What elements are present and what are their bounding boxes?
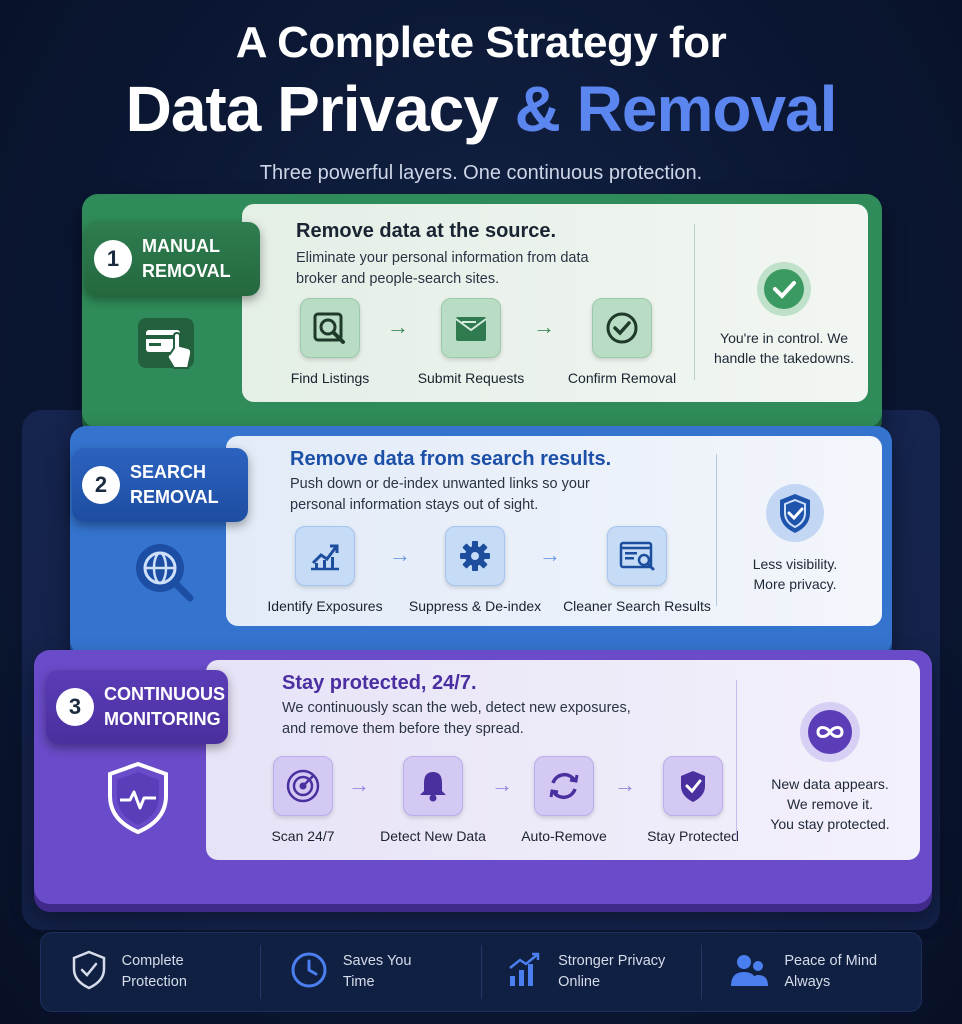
check-circle-icon [592, 298, 652, 358]
users-icon [728, 950, 770, 995]
benefit-peace-of-mind: Peace of Mind Always [702, 945, 921, 999]
step-label: Scan 24/7 [271, 828, 335, 844]
card-hand-icon [134, 312, 200, 383]
layer-headline: Stay protected, 24/7. [282, 672, 477, 694]
globe-search-icon [132, 540, 198, 611]
arrow-icon: → [491, 772, 513, 797]
layer-badge: 1 MANUAL REMOVAL [84, 222, 260, 296]
chart-up-icon [295, 526, 355, 586]
layer-description: We continuously scan the web, detect new… [282, 700, 631, 737]
form-icon [441, 298, 501, 358]
layer-manual-removal: 1 MANUAL REMOVAL Remove data at the sour… [82, 194, 882, 428]
side-text-line: New data appears. [771, 776, 889, 792]
side-text: You're in control. We handle the takedow… [713, 330, 855, 366]
step-label: Confirm Removal [567, 370, 677, 386]
benefit-complete-protection: Complete Protection [41, 945, 262, 999]
gear-icon [445, 526, 505, 586]
arrow-icon: → [387, 314, 409, 339]
arrow-icon: → [348, 772, 370, 797]
badge-number: 3 [56, 688, 94, 726]
layer-badge: 3 CONTINUOUS MONITORING [46, 670, 228, 744]
arrow-icon: → [539, 542, 561, 567]
step-cleaner-results: Cleaner Search Results [562, 526, 712, 614]
clock-icon [289, 950, 329, 995]
growth-chart-icon [504, 950, 544, 995]
badge-label: CONTINUOUS MONITORING [104, 684, 225, 729]
side-text-line: We remove it. [786, 796, 874, 812]
badge-label: MANUAL REMOVAL [142, 236, 231, 281]
badge-number: 2 [82, 466, 120, 504]
shield-check-icon [663, 756, 723, 816]
step-auto-remove: Auto-Remove [516, 756, 612, 844]
step-label: Suppress & De-index [408, 598, 542, 614]
header: A Complete Strategy for Data Privacy & R… [0, 18, 962, 185]
magnifier-photo-icon [300, 298, 360, 358]
side-note: Less visibility. More privacy. [720, 482, 870, 594]
check-badge-icon [704, 260, 864, 318]
benefit-stronger-privacy: Stronger Privacy Online [482, 945, 702, 999]
layer-headline: Remove data from search results. [290, 448, 612, 470]
subtitle: Three powerful layers. One continuous pr… [259, 162, 703, 184]
step-stay-protected: Stay Protected [638, 756, 748, 844]
step-label: Identify Exposures [267, 598, 383, 614]
refresh-icon [534, 756, 594, 816]
layer-description: Eliminate your personal information from… [296, 250, 589, 287]
divider [694, 224, 695, 380]
infinity-icon [740, 700, 920, 764]
bell-icon [403, 756, 463, 816]
badge-number: 1 [94, 240, 132, 278]
step-submit-requests: Submit Requests [416, 298, 526, 386]
divider [716, 454, 717, 606]
title-blue-part: & Removal [514, 73, 838, 145]
step-label: Cleaner Search Results [563, 598, 711, 614]
benefit-saves-time: Saves You Time [261, 945, 482, 999]
title-line-2: Data Privacy & Removal [0, 72, 962, 146]
side-text-line: Less visibility. [752, 556, 838, 572]
side-note: New data appears. We remove it. You stay… [740, 700, 920, 834]
arrow-icon: → [614, 772, 636, 797]
step-find-listings: Find Listings [280, 298, 380, 386]
shield-check-icon [70, 949, 108, 996]
step-label: Find Listings [290, 370, 370, 386]
layer-badge: 2 SEARCH REMOVAL [72, 448, 248, 522]
side-text-line: More privacy. [753, 576, 837, 592]
step-suppress-deindex: Suppress & De-index [408, 526, 542, 614]
step-label: Detect New Data [380, 828, 486, 844]
arrow-icon: → [533, 314, 555, 339]
side-note: You're in control. We handle the takedow… [704, 260, 864, 368]
side-text-line: You stay protected. [770, 816, 890, 832]
title-white-part: Data Privacy [125, 73, 499, 145]
divider [736, 680, 737, 840]
step-confirm-removal: Confirm Removal [562, 298, 682, 386]
step-flow: Scan 24/7 → Detect New Data → [266, 756, 748, 844]
badge-label: SEARCH REMOVAL [130, 462, 219, 507]
browser-search-icon [607, 526, 667, 586]
step-identify-exposures: Identify Exposures [262, 526, 388, 614]
benefits-footer: Complete Protection Saves You Time [40, 932, 922, 1012]
layer-search-removal: 2 SEARCH REMOVAL Remove data from search… [70, 426, 892, 656]
step-label: Stay Protected [647, 828, 739, 844]
layer-headline: Remove data at the source. [296, 220, 557, 242]
arrow-icon: → [389, 542, 411, 567]
step-scan: Scan 24/7 [266, 756, 340, 844]
layer-description: Push down or de-index unwanted links so … [290, 476, 590, 513]
step-flow: Find Listings → Submit Requests → Confir… [280, 298, 682, 386]
radar-icon [273, 756, 333, 816]
step-detect-new-data: Detect New Data [378, 756, 488, 844]
step-label: Auto-Remove [521, 828, 607, 844]
layer-continuous-monitoring: 3 CONTINUOUS MONITORING Stay protected, … [34, 650, 932, 904]
title-line-1: A Complete Strategy for [235, 18, 727, 67]
step-label: Submit Requests [417, 370, 525, 386]
shield-pulse-icon [104, 760, 172, 841]
step-flow: Identify Exposures → [262, 526, 712, 614]
shield-check-icon [720, 482, 870, 544]
